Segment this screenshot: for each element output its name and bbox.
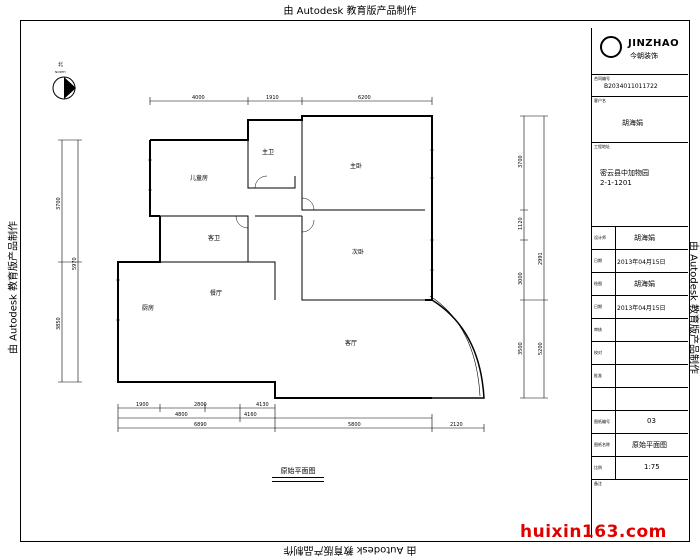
jinzhao-logo-icon bbox=[600, 36, 622, 58]
tb-logo-row: JINZHAO 今朝装饰 bbox=[592, 28, 688, 75]
dim-top-1: 4000 bbox=[192, 95, 205, 101]
tb-check-row: 校对 bbox=[592, 341, 688, 365]
dim-right-2: 1120 bbox=[518, 217, 524, 230]
scale-value: 1:75 bbox=[644, 463, 660, 471]
dim-right-5: 3500 bbox=[518, 342, 524, 355]
compass-north-sub: NORTH bbox=[55, 70, 66, 74]
dim-bottom-inner-4: 4130 bbox=[256, 402, 269, 408]
sheet-no-value: 03 bbox=[647, 417, 656, 425]
room-label-master-bedroom: 主卧 bbox=[350, 162, 362, 170]
designer-name: 胡海娟 bbox=[634, 234, 655, 242]
compass-north-label: 北 bbox=[58, 61, 63, 68]
dim-right-3: 2991 bbox=[538, 252, 544, 265]
dim-left-1: 3700 bbox=[56, 197, 62, 210]
scale-label: 比例 bbox=[594, 465, 602, 470]
sheet-name-label: 图纸名称 bbox=[594, 442, 610, 447]
approve-label: 批准 bbox=[594, 373, 602, 378]
project-address-line2: 2-1-1201 bbox=[600, 179, 632, 187]
brand-name: JINZHAO bbox=[628, 38, 680, 49]
dim-left-3: 3850 bbox=[56, 317, 62, 330]
caption-underline bbox=[272, 481, 324, 482]
tb-contract-row: 合同编号 B2034011011722 bbox=[592, 74, 688, 97]
review-label: 审核 bbox=[594, 327, 602, 332]
tb-notes-row: 备注 bbox=[592, 479, 688, 519]
dim-bottom-inner-1: 1900 bbox=[136, 402, 149, 408]
tb-date1-row: 日期 2013年04月15日 bbox=[592, 249, 688, 273]
watermark-top: 由 Autodesk 教育版产品制作 bbox=[283, 6, 417, 17]
room-label-dining: 餐厅 bbox=[210, 289, 222, 297]
room-label-kitchen: 厨房 bbox=[142, 304, 154, 312]
brand-cn: 今朝装饰 bbox=[630, 52, 658, 60]
tb-date2-row: 日期 2013年04月15日 bbox=[592, 295, 688, 319]
drawing-frame bbox=[20, 20, 690, 542]
tb-drafter-row: 绘图 胡海娟 bbox=[592, 272, 688, 296]
tb-client-row: 客户名 胡海娟 bbox=[592, 96, 688, 143]
dim-bottom-inner-3: 4160 bbox=[244, 412, 257, 418]
room-label-living: 客厅 bbox=[345, 339, 357, 347]
dim-left-2: 5970 bbox=[72, 257, 78, 270]
contract-number: B2034011011722 bbox=[604, 83, 658, 90]
dim-bottom-outer-2: 5800 bbox=[348, 422, 361, 428]
sheet-name-value: 原始平面图 bbox=[632, 441, 667, 449]
compass-arrow-icon bbox=[64, 77, 76, 99]
site-watermark: huixin163.com bbox=[520, 522, 667, 542]
project-address-line1: 密云县中加物园 bbox=[600, 169, 649, 177]
title-block: JINZHAO 今朝装饰 合同编号 B2034011011722 客户名 胡海娟… bbox=[591, 28, 688, 538]
room-label-kids-bedroom: 儿童房 bbox=[190, 174, 208, 182]
dim-top-3: 6200 bbox=[358, 95, 371, 101]
check-label: 校对 bbox=[594, 350, 602, 355]
dim-right-4: 3000 bbox=[518, 272, 524, 285]
notes-label: 备注 bbox=[594, 481, 602, 486]
drafter-label: 绘图 bbox=[594, 281, 602, 286]
dim-bottom-sub-1: 4800 bbox=[175, 412, 188, 418]
project-label: 工程地址 bbox=[594, 144, 610, 149]
designer-label: 设计师 bbox=[594, 235, 606, 240]
date2-label: 日期 bbox=[594, 304, 602, 309]
dim-bottom-outer-3: 2120 bbox=[450, 422, 463, 428]
sheet-no-label: 图纸编号 bbox=[594, 419, 610, 424]
tb-review-row: 审核 bbox=[592, 318, 688, 342]
tb-designer-row: 设计师 胡海娟 bbox=[592, 226, 688, 250]
drafter-name: 胡海娟 bbox=[634, 280, 655, 288]
tb-blank-row-1 bbox=[592, 387, 688, 411]
tb-scale-row: 比例 1:75 bbox=[592, 456, 688, 480]
date2-value: 2013年04月15日 bbox=[617, 305, 666, 312]
date1-label: 日期 bbox=[594, 258, 602, 263]
dim-right-1: 3700 bbox=[518, 155, 524, 168]
client-name: 胡海娟 bbox=[622, 119, 643, 127]
room-label-master-bath: 主卫 bbox=[262, 148, 274, 156]
drawing-caption: 原始平面图 bbox=[272, 466, 324, 478]
tb-sheet-name-row: 图纸名称 原始平面图 bbox=[592, 433, 688, 457]
dim-bottom-outer-1: 6890 bbox=[194, 422, 207, 428]
room-label-guest-bath: 客卫 bbox=[208, 234, 220, 242]
room-label-second-bedroom: 次卧 bbox=[352, 248, 364, 256]
tb-approve-row: 批准 bbox=[592, 364, 688, 388]
dim-right-6: 5200 bbox=[538, 342, 544, 355]
tb-sheet-no-row: 图纸编号 03 bbox=[592, 410, 688, 434]
dim-top-2: 1910 bbox=[266, 95, 279, 101]
contract-label: 合同编号 bbox=[594, 76, 610, 81]
date1-value: 2013年04月15日 bbox=[617, 259, 666, 266]
tb-project-row: 工程地址 密云县中加物园 2-1-1201 bbox=[592, 142, 688, 227]
dim-bottom-inner-2: 2800 bbox=[194, 402, 207, 408]
client-label: 客户名 bbox=[594, 98, 606, 103]
